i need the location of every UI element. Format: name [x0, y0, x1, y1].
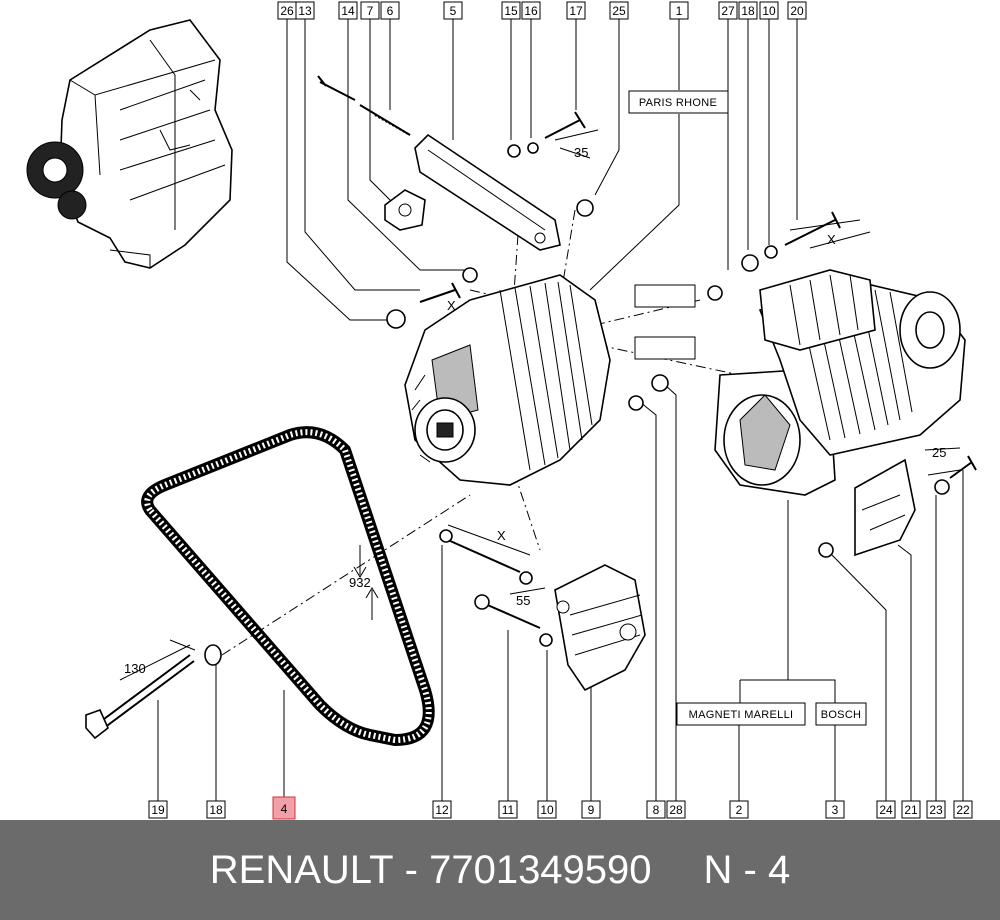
callout-boxes: 26 13 14 7 6 5 15 16 17 25 1 27 18 10 20…: [148, 1, 973, 820]
brand-paris-rhone: PARIS RHONE: [628, 90, 729, 114]
svg-text:12: 12: [435, 803, 449, 817]
svg-text:22: 22: [956, 803, 970, 817]
svg-text:21: 21: [904, 803, 918, 817]
svg-text:23: 23: [929, 803, 943, 817]
callout-25: 25: [609, 1, 629, 20]
dim-x-long-bolt: X: [497, 528, 506, 543]
svg-text:18: 18: [741, 4, 755, 18]
starter-motor: [707, 211, 977, 558]
callout-20: 20: [787, 1, 807, 20]
footer-reference: N - 4: [703, 847, 791, 892]
svg-text:7: 7: [367, 4, 374, 18]
callout-22: 22: [953, 800, 973, 819]
svg-text:10: 10: [540, 803, 554, 817]
callout-11: 11: [498, 800, 518, 819]
svg-text:9: 9: [588, 803, 595, 817]
svg-text:24: 24: [879, 803, 893, 817]
exploded-parts-diagram: 35 X X 25 932 X 55 130 PARIS RHONE MAGNE…: [26, 1, 977, 820]
callout-26: 26: [277, 1, 297, 20]
callout-17: 17: [566, 1, 586, 20]
dim-35: 35: [574, 145, 588, 160]
svg-text:15: 15: [504, 4, 518, 18]
poly-v-belt: [141, 426, 435, 746]
svg-text:28: 28: [669, 803, 683, 817]
svg-text:2: 2: [736, 803, 743, 817]
callout-7: 7: [360, 1, 380, 20]
brand-blank-box-2: [634, 336, 696, 360]
callout-9: 9: [581, 800, 601, 819]
callout-10-top: 10: [759, 1, 779, 20]
callout-18-bottom: 18: [206, 800, 226, 819]
svg-text:4: 4: [281, 802, 288, 816]
svg-text:3: 3: [832, 803, 839, 817]
svg-text:1: 1: [676, 4, 683, 18]
callout-21: 21: [901, 800, 921, 819]
callout-15: 15: [501, 1, 521, 20]
brand-bosch: BOSCH: [815, 702, 867, 726]
callout-28: 28: [666, 800, 686, 819]
svg-text:BOSCH: BOSCH: [821, 709, 862, 721]
svg-text:27: 27: [721, 4, 735, 18]
footer-brand: RENAULT: [209, 847, 394, 892]
svg-text:18: 18: [209, 803, 223, 817]
svg-text:13: 13: [298, 4, 312, 18]
callout-27: 27: [718, 1, 738, 20]
footer-separator: -: [404, 847, 418, 892]
callout-6: 6: [380, 1, 400, 20]
callout-24: 24: [876, 800, 896, 819]
callout-18-top: 18: [738, 1, 758, 20]
dimension-labels: 35 X X 25 932 X 55 130: [124, 145, 946, 676]
callout-13: 13: [295, 1, 315, 20]
callout-2: 2: [729, 800, 749, 819]
dim-x-stud: X: [447, 298, 456, 313]
callout-1: 1: [669, 1, 689, 20]
svg-text:25: 25: [612, 4, 626, 18]
svg-text:16: 16: [524, 4, 538, 18]
brand-blank-box-1: [634, 284, 696, 308]
upper-bracket-hardware: [317, 75, 599, 329]
footer-part-number: 7701349590: [429, 847, 652, 892]
brand-labels: PARIS RHONE MAGNETI MARELLI BOSCH: [628, 90, 867, 726]
svg-text:5: 5: [450, 4, 457, 18]
callout-5: 5: [443, 1, 463, 20]
svg-text:20: 20: [790, 4, 804, 18]
callout-12: 12: [432, 800, 452, 819]
dim-55: 55: [516, 593, 530, 608]
part-number-footer: RENAULT - 7701349590 N - 4: [0, 820, 1000, 920]
svg-text:MAGNETI MARELLI: MAGNETI MARELLI: [689, 709, 794, 721]
alternator: [404, 274, 611, 486]
svg-text:19: 19: [151, 803, 165, 817]
callout-8: 8: [646, 800, 666, 819]
engine-thumbnail: [26, 19, 233, 269]
dim-130: 130: [124, 661, 146, 676]
callout-14: 14: [338, 1, 358, 20]
dim-25: 25: [932, 445, 946, 460]
svg-text:10: 10: [762, 4, 776, 18]
dim-belt-length: 932: [349, 575, 371, 590]
dim-x-starter-bolt: X: [827, 232, 836, 247]
svg-text:PARIS RHONE: PARIS RHONE: [639, 97, 717, 109]
svg-text:14: 14: [341, 4, 355, 18]
callout-10-bottom: 10: [537, 800, 557, 819]
callout-3: 3: [825, 800, 845, 819]
svg-text:17: 17: [569, 4, 583, 18]
brand-magneti-marelli: MAGNETI MARELLI: [676, 702, 806, 726]
callout-23: 23: [926, 800, 946, 819]
callout-4-highlighted: 4: [272, 796, 296, 820]
lower-hardware: [85, 374, 669, 740]
svg-text:6: 6: [387, 4, 394, 18]
svg-text:8: 8: [653, 803, 660, 817]
svg-text:26: 26: [280, 4, 294, 18]
callout-19: 19: [148, 800, 168, 819]
svg-text:11: 11: [502, 803, 515, 817]
callout-16: 16: [521, 1, 541, 20]
